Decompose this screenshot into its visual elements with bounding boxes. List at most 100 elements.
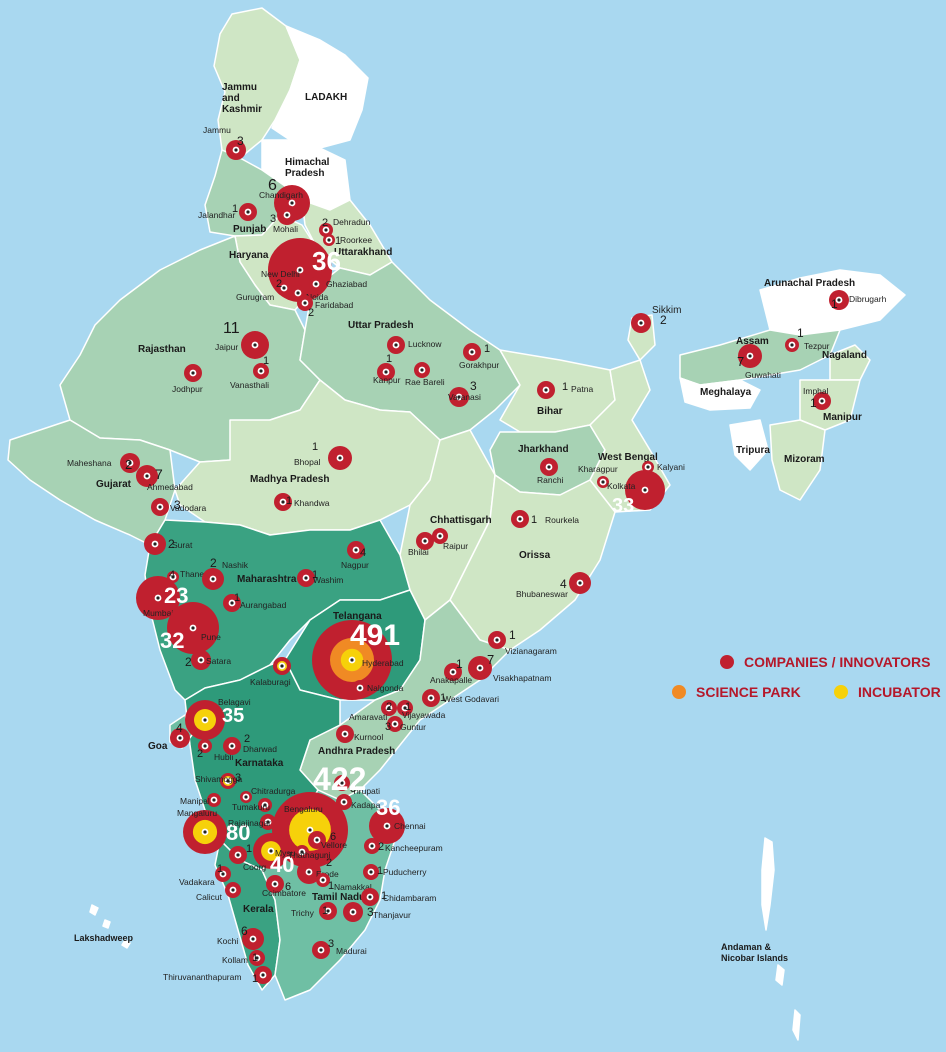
state-label-nagaland: Nagaland: [822, 350, 867, 361]
city-marker-chitradurga[interactable]: Chitradurga: [240, 786, 296, 803]
city-marker-nalgonda[interactable]: Nalgonda: [352, 680, 404, 696]
city-marker-lucknow[interactable]: Lucknow: [387, 336, 442, 354]
city-label-rourkela: Rourkela: [545, 515, 579, 525]
target-center: [236, 853, 240, 857]
city-marker-ghaziabad[interactable]: Ghaziabad: [309, 277, 367, 291]
city-marker-ranchi[interactable]: Ranchi: [537, 458, 564, 485]
city-marker-kharagpur[interactable]: Kharagpur: [578, 464, 618, 488]
city-label-manipal: Manipal: [180, 796, 210, 806]
city-label-chennai: Chennai: [394, 821, 426, 831]
city-marker-kadapa[interactable]: Kadapa: [334, 775, 381, 810]
city-marker-rajajinagar[interactable]: Rajajinagar: [228, 814, 276, 830]
city-marker-kurnool[interactable]: Kurnool: [336, 725, 383, 743]
city-label-gurugram: Gurugram: [236, 292, 274, 302]
city-marker-manipal[interactable]: Manipal: [180, 793, 221, 807]
city-count-satara: 2: [185, 655, 192, 669]
region-lakshadweep: [89, 904, 131, 949]
city-marker-kalaburagi[interactable]: Kalaburagi: [250, 657, 291, 687]
city-marker-raipur[interactable]: Raipur: [432, 528, 468, 551]
city-marker-bhilai[interactable]: Bhilai: [408, 532, 434, 557]
target-center: [244, 795, 248, 799]
city-marker-goa[interactable]: 4: [170, 721, 190, 748]
city-marker-tumakuru[interactable]: Tumakuru: [232, 798, 272, 812]
city-count-pune: 32: [160, 628, 184, 653]
target-center: [203, 718, 207, 722]
city-label-surat: Surat: [172, 540, 193, 550]
city-count-gorakhpur: 1: [484, 343, 490, 355]
city-marker-calicut[interactable]: Calicut: [196, 882, 241, 902]
city-marker-rae-bareli[interactable]: Rae Bareli: [405, 362, 445, 387]
city-marker-thathaguni[interactable]: Thathaguni: [288, 845, 331, 860]
city-marker-jodhpur[interactable]: Jodhpur: [172, 364, 203, 394]
city-marker-sikkim[interactable]: 2: [631, 313, 667, 333]
